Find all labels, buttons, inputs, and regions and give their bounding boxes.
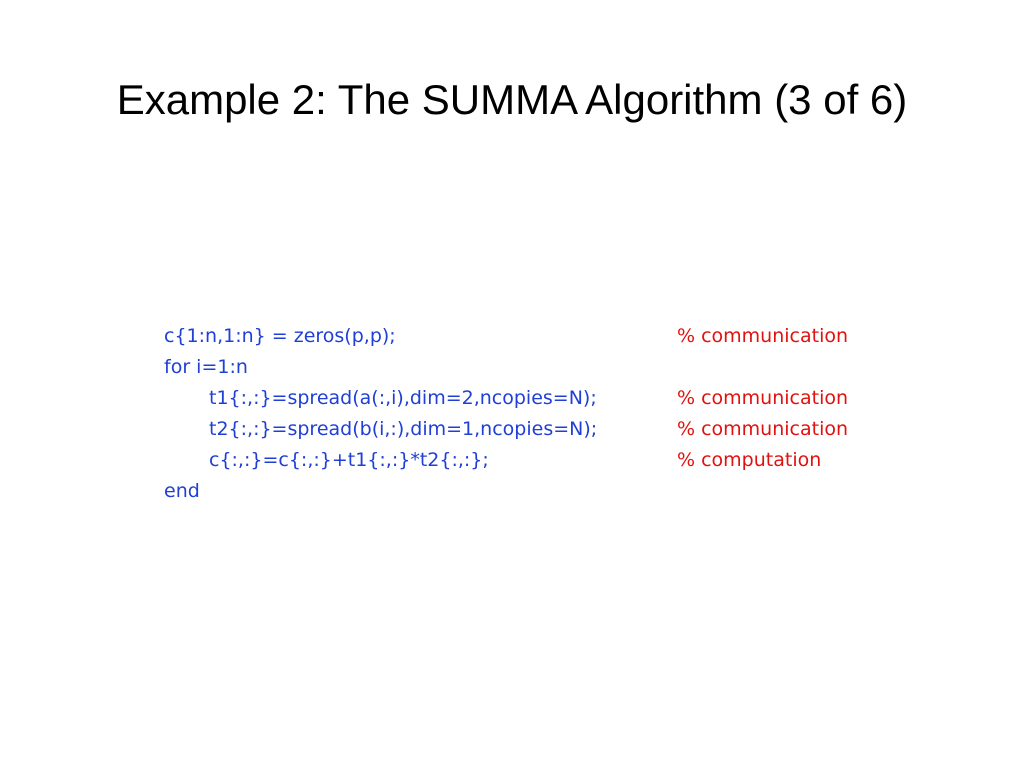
code-statement: t1{:,:}=spread(a(:,i),dim=2,ncopies=N); <box>209 387 597 409</box>
code-statement: t2{:,:}=spread(b(i,:),dim=1,ncopies=N); <box>209 418 598 440</box>
code-comment: % computation <box>677 449 822 471</box>
code-line: t1{:,:}=spread(a(:,i),dim=2,ncopies=N); … <box>164 383 924 414</box>
code-statement: for i=1:n <box>164 356 248 378</box>
code-comment: % communication <box>677 387 849 409</box>
code-line: for i=1:n <box>164 352 924 383</box>
code-statement: c{:,:}=c{:,:}+t1{:,:}*t2{:,:}; <box>209 449 489 471</box>
code-block: c{1:n,1:n} = zeros(p,p); % communication… <box>164 321 924 507</box>
code-comment: % communication <box>677 325 849 347</box>
code-statement: c{1:n,1:n} = zeros(p,p); <box>164 325 396 347</box>
code-line: c{:,:}=c{:,:}+t1{:,:}*t2{:,:}; % computa… <box>164 445 924 476</box>
code-line: t2{:,:}=spread(b(i,:),dim=1,ncopies=N); … <box>164 414 924 445</box>
code-comment: % communication <box>677 418 849 440</box>
code-statement: end <box>164 480 200 502</box>
slide-title: Example 2: The SUMMA Algorithm (3 of 6) <box>116 76 908 123</box>
code-line: c{1:n,1:n} = zeros(p,p); % communication <box>164 321 924 352</box>
code-line: end <box>164 476 924 507</box>
